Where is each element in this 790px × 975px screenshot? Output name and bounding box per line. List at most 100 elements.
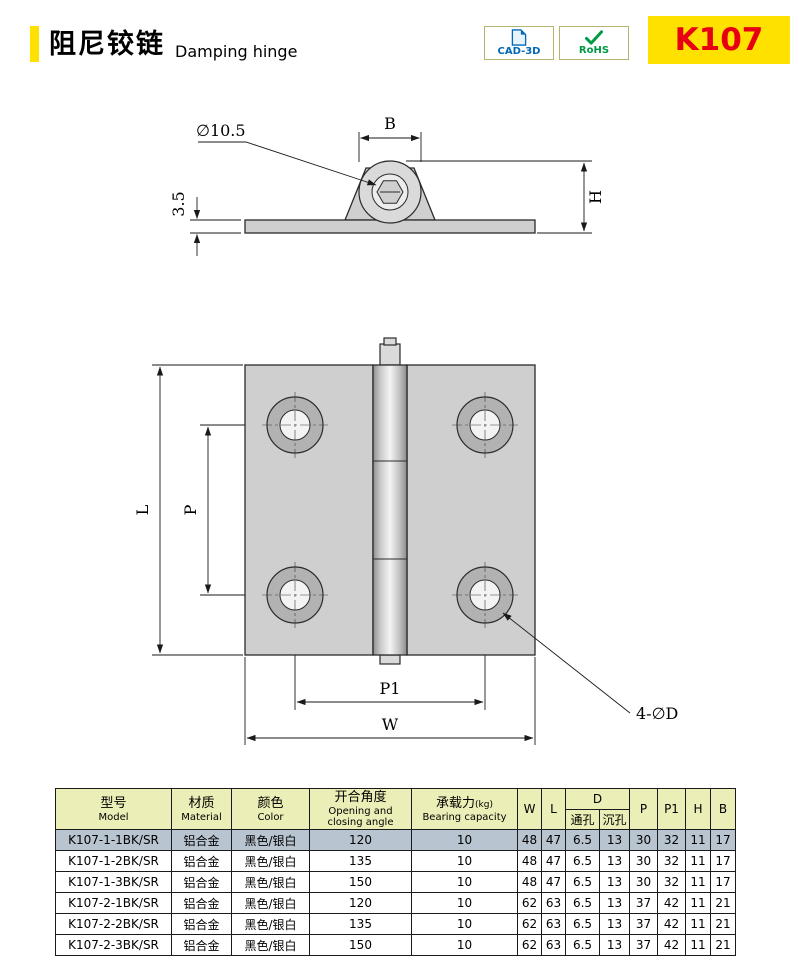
spec-cell: 21 <box>710 892 736 915</box>
mounting-hole <box>452 562 518 628</box>
spec-cell: 13 <box>599 871 630 894</box>
spec-cell: 21 <box>710 913 736 936</box>
spec-cell: 10 <box>411 829 518 852</box>
table-row: K107-2-2BK/SR 铝合金 黑色/银白 135 10 62 63 6.5… <box>55 913 736 936</box>
dim-p1-label: P1 <box>380 679 401 698</box>
title-accent-bar <box>30 26 39 62</box>
col-header-material-en: Material <box>181 811 222 823</box>
spec-cell: 黑色/银白 <box>231 913 310 936</box>
spec-cell: K107-2-2BK/SR <box>55 913 172 936</box>
spec-table: 型号 Model 材质 Material 颜色 Color 开合角度 Openi… <box>55 787 736 957</box>
spec-cell: 铝合金 <box>171 913 232 936</box>
front-view-drawing: L P P1 W 4-∅D <box>133 337 678 745</box>
cad-document-icon <box>511 29 527 46</box>
spec-cell: 6.5 <box>565 871 600 894</box>
spec-cell: 150 <box>309 871 412 894</box>
spec-cell: 6.5 <box>565 892 600 915</box>
dim-h-label: H <box>586 190 605 204</box>
spec-cell: 黑色/银白 <box>231 850 310 873</box>
spec-cell: 47 <box>541 871 566 894</box>
table-row: K107-2-1BK/SR 铝合金 黑色/银白 120 10 62 63 6.5… <box>55 892 736 915</box>
spec-cell: 铝合金 <box>171 892 232 915</box>
cad-3d-badge[interactable]: CAD-3D <box>484 26 554 60</box>
spec-cell: 30 <box>629 829 658 852</box>
col-header-color-zh: 颜色 <box>257 795 284 811</box>
spec-cell: 6.5 <box>565 934 600 957</box>
spec-cell: 13 <box>599 892 630 915</box>
mounting-hole <box>262 392 328 458</box>
header-row-2: 通孔 沉孔 <box>56 809 736 831</box>
dim-w-label: W <box>382 715 399 734</box>
spec-cell: 10 <box>411 934 518 957</box>
spec-cell: 17 <box>710 829 736 852</box>
table-row: K107-1-2BK/SR 铝合金 黑色/银白 135 10 48 47 6.5… <box>55 850 736 873</box>
spec-cell: K107-2-3BK/SR <box>55 934 172 957</box>
table-row: K107-2-3BK/SR 铝合金 黑色/银白 150 10 62 63 6.5… <box>55 934 736 957</box>
col-header-p1: P1 <box>657 787 686 831</box>
col-header-color-en: Color <box>257 811 284 823</box>
cad-3d-label: CAD-3D <box>497 46 541 57</box>
dim-b: B <box>358 114 422 162</box>
header-row-1: 型号 Model 材质 Material 颜色 Color 开合角度 Openi… <box>55 787 736 831</box>
spec-cell: 120 <box>309 829 412 852</box>
spec-cell: 150 <box>309 934 412 957</box>
spec-cell: 48 <box>517 871 542 894</box>
spec-cell: 11 <box>685 913 711 936</box>
spec-cell: 6.5 <box>565 850 600 873</box>
dim-thickness: 3.5 <box>169 191 241 256</box>
spec-cell: 10 <box>411 892 518 915</box>
spec-cell: 13 <box>599 913 630 936</box>
spec-cell: 21 <box>710 934 736 957</box>
spec-cell: 黑色/银白 <box>231 892 310 915</box>
dim-w: W <box>246 715 534 742</box>
mounting-holes <box>262 392 518 628</box>
spec-cell: 47 <box>541 829 566 852</box>
spec-cell: 42 <box>657 913 686 936</box>
badge-group: CAD-3D RoHS <box>484 26 629 60</box>
col-header-capacity-en: Bearing capacity <box>422 811 507 823</box>
table-row: K107-1-1BK/SR 铝合金 黑色/银白 120 10 48 47 6.5… <box>55 829 736 852</box>
dim-h: H <box>406 160 605 234</box>
spec-cell: K107-1-3BK/SR <box>55 871 172 894</box>
hinge-pin-top <box>379 343 401 366</box>
spec-cell: 30 <box>629 871 658 894</box>
spec-cell: 30 <box>629 850 658 873</box>
col-header-b: B <box>710 787 736 831</box>
spec-cell: 11 <box>685 892 711 915</box>
dim-holes: 4-∅D <box>502 612 678 723</box>
spec-cell: 62 <box>517 913 542 936</box>
col-header-angle-en1: Opening and <box>328 806 393 818</box>
col-header-angle-zh: 开合角度 <box>334 790 387 805</box>
spec-cell: 11 <box>685 850 711 873</box>
col-header-capacity-zh: 承载力 <box>436 795 476 811</box>
spec-cell: 37 <box>629 934 658 957</box>
spec-cell: 48 <box>517 829 542 852</box>
col-header-d-through: 通孔 <box>565 809 600 831</box>
spec-cell: 13 <box>599 934 630 957</box>
dim-holes-label: 4-∅D <box>636 704 678 723</box>
title-block: 阻尼铰链 Damping hinge <box>30 26 297 62</box>
mounting-hole <box>262 562 328 628</box>
spec-cell: 铝合金 <box>171 829 232 852</box>
page-title-en: Damping hinge <box>175 42 298 61</box>
col-header-color: 颜色 Color <box>231 787 310 831</box>
col-header-angle-en2: closing angle <box>327 817 394 829</box>
spec-cell: 10 <box>411 913 518 936</box>
spec-cell: 135 <box>309 913 412 936</box>
col-header-model-en: Model <box>98 811 129 823</box>
spec-cell: 17 <box>710 850 736 873</box>
dim-thickness-label: 3.5 <box>169 191 188 216</box>
dim-p: P <box>181 426 212 594</box>
dim-p-label: P <box>181 504 200 515</box>
spec-cell: 10 <box>411 871 518 894</box>
spec-cell: 47 <box>541 850 566 873</box>
col-header-material: 材质 Material <box>171 787 232 831</box>
spec-cell: 37 <box>629 913 658 936</box>
col-header-capacity-unit: (kg) <box>475 799 493 810</box>
spec-cell: 黑色/银白 <box>231 934 310 957</box>
spec-cell: 黑色/银白 <box>231 829 310 852</box>
spec-cell: 32 <box>657 871 686 894</box>
dim-diameter-label: ∅10.5 <box>196 121 246 140</box>
col-header-material-zh: 材质 <box>188 795 215 811</box>
col-header-model-zh: 型号 <box>100 795 127 811</box>
